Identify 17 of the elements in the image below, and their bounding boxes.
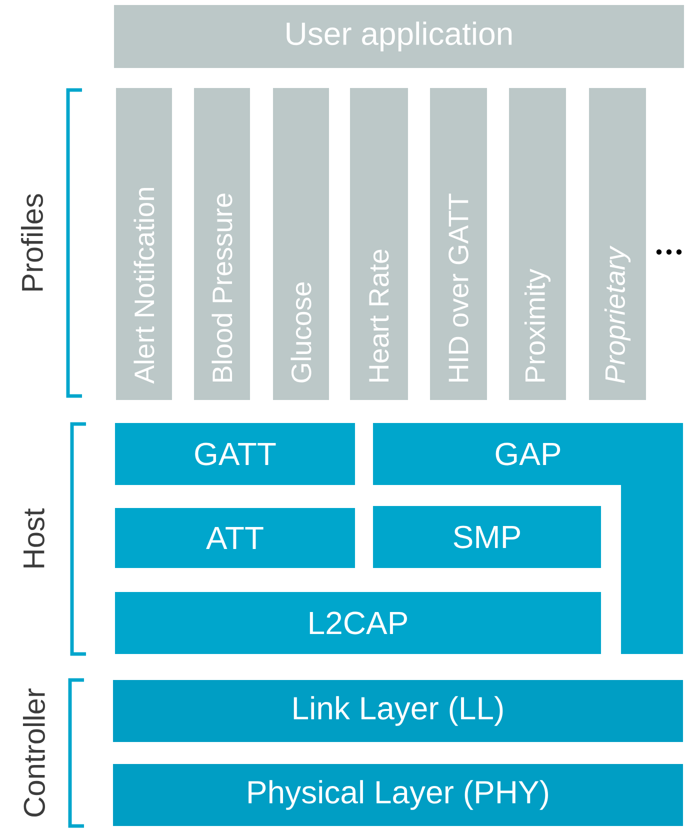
- application-box: User application: [114, 5, 684, 68]
- profile-box: Alert Notifcation: [116, 88, 172, 400]
- profile-box: Proximity: [509, 88, 566, 400]
- layer-box: L2CAP: [115, 592, 601, 654]
- layer-box: Link Layer (LL): [113, 680, 683, 742]
- profile-box: Proprietary: [589, 88, 646, 400]
- group-label: Host: [24, 508, 44, 568]
- group-label: Controller: [22, 688, 46, 816]
- layer-box: GATT: [115, 423, 355, 485]
- profile-box: Heart Rate: [350, 88, 408, 400]
- profile-box: Blood Pressure: [194, 88, 250, 400]
- group-label: Profiles: [20, 194, 44, 291]
- layer-box: Physical Layer (PHY): [113, 764, 683, 826]
- profile-box: Glucose: [273, 88, 329, 400]
- layer-box: ATT: [115, 508, 355, 568]
- layer-box: SMP: [373, 506, 601, 568]
- profile-box: HID over GATT: [430, 88, 487, 400]
